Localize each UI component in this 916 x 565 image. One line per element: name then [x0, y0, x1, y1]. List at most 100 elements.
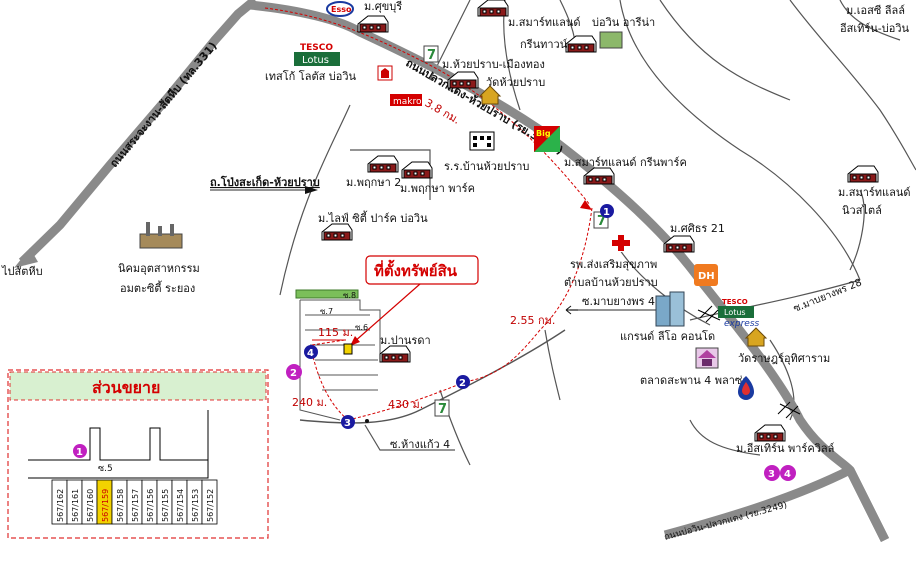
tesco-bowin-label: เทสโก้ โลตัส บ่อวิน — [265, 69, 357, 83]
industrial-estate-label-1: นิคมอุตสาหกรรม — [118, 262, 200, 275]
svg-text:Lotus: Lotus — [724, 308, 746, 317]
inset-lot-label: 567/161 — [71, 489, 80, 522]
marker-4-alt: 4 — [780, 465, 796, 481]
svg-text:Big: Big — [536, 129, 551, 138]
inset-lot-label: 567/156 — [146, 489, 155, 522]
house-icon — [401, 161, 433, 179]
condo-label: แกรนด์ ลีโอ คอนโด — [620, 329, 715, 343]
marker-3: 3 — [341, 415, 355, 429]
smart-greenpark-label: ม.สมาร์ทแลนด์ กรีนพาร์ค — [564, 156, 687, 169]
esseal-label-2: อีสเทิร์น-บ่อวิน — [840, 22, 910, 35]
inset-lot-label: 567/159 — [101, 489, 110, 522]
wat-suthat-label: วัดราษฎร์อุทิศาราม — [738, 352, 830, 365]
inset-lot-label: 567/155 — [161, 489, 170, 522]
inset-lot-label: 567/152 — [206, 489, 215, 522]
marker-2-alt: 2 — [286, 364, 302, 380]
temple-icon — [744, 327, 768, 347]
svg-text:2: 2 — [290, 368, 297, 379]
bowin-arena-label: บ่อวิน อารีน่า — [592, 16, 655, 29]
svg-text:3: 3 — [768, 469, 775, 480]
highway-3249-label: ถนนบ่อวิน-ปลวกแดง (รย.3249) — [663, 499, 788, 542]
inset-lot-label: 567/162 — [56, 489, 65, 522]
svg-text:1: 1 — [76, 447, 83, 458]
school-icon — [469, 131, 495, 151]
seven-eleven-icon: 7 — [423, 45, 439, 63]
inset-marker-1: 1 — [73, 444, 87, 458]
marker-3-alt: 3 — [764, 465, 780, 481]
soi-28-label: ซ.มาบยางพร 28 — [792, 277, 864, 314]
esso-landmark: Esso — [326, 1, 354, 17]
soi-43-label: ซ.มาบยางพร 43 — [582, 295, 662, 308]
health-center-label-2: ตำบลบ้านห้วยปราบ — [564, 276, 658, 289]
house-icon — [367, 155, 399, 173]
inset-lot-label: 567/160 — [86, 489, 95, 522]
esseal-label-1: ม.เอสซี ลีลล์ — [846, 4, 905, 17]
smart-greentown-label-1: ม.สมาร์ทแลนด์ — [508, 16, 581, 29]
soi-4-label: ซ.ห้างแก้ว 4 — [390, 438, 450, 451]
tesco-express-logo-icon: TESCO Lotus express — [718, 298, 760, 329]
callout-pointer — [353, 283, 421, 343]
property-lot — [343, 343, 353, 355]
esso-icon — [326, 1, 354, 17]
smart-style-label-1: ม.สมาร์ทแลนด์ — [838, 186, 911, 199]
smart-style-label-2: นิวสไตล์ — [842, 204, 882, 217]
highway-3013-distance: 3.8 กม. — [423, 96, 463, 126]
distance-255: 2.55 กม. — [510, 314, 555, 327]
soi-lane-label: ถ.โป่งสะเก็ด-ห้วยปราบ — [210, 175, 320, 189]
bridge-icon — [777, 401, 801, 419]
gas-station-icon — [738, 376, 754, 400]
svg-text:4: 4 — [784, 469, 791, 480]
green-area — [295, 289, 359, 299]
school-label: ร.ร.บ้านห้วยปราบ — [444, 160, 529, 173]
svg-text:TESCO: TESCO — [300, 43, 333, 53]
svg-text:4: 4 — [307, 348, 314, 359]
svg-text:makro: makro — [393, 97, 422, 107]
inset-panel: ส่วนขยาย 1 ซ.5 567/162 567/161 567/160 5… — [7, 369, 269, 539]
lane-arrow-icon — [305, 186, 318, 194]
distance-240: 240 ม. — [292, 396, 327, 409]
house-icon — [447, 71, 479, 89]
soi-7-label: ซ.7 — [320, 307, 333, 316]
house-icon — [357, 15, 389, 33]
svg-text:Esso: Esso — [331, 5, 352, 14]
svg-text:2: 2 — [459, 378, 466, 389]
soi-4-dot — [365, 419, 369, 423]
bridge-icon — [697, 305, 721, 323]
eastern-park-label: ม.อีสเทิร์น พาร์ควิลล์ — [736, 442, 834, 455]
soi-8-label: ซ.8 — [343, 291, 356, 300]
makro-icon: makro — [377, 65, 422, 107]
market-label: ตลาดสะพาน 4 พลาซ่า — [640, 374, 749, 387]
svg-text:DH: DH — [698, 271, 715, 282]
house-icon — [321, 223, 353, 241]
svg-text:7: 7 — [438, 402, 447, 417]
house-icon — [379, 345, 411, 363]
arena-icon — [599, 31, 623, 49]
soi-6-label: ซ.6 — [355, 323, 368, 332]
industrial-estate-label-2: อมตะซิตี้ ระยอง — [120, 280, 195, 295]
house-icon — [754, 424, 786, 442]
pananda-label: ม.ปานรดา — [380, 334, 431, 347]
soi-43-arrow-icon — [565, 305, 578, 315]
svg-text:3: 3 — [344, 418, 351, 429]
lifecity-label: ม.ไลฟ์ ซิตี้ ปาร์ค บ่อวิน — [318, 210, 428, 225]
route-arrow-icon — [580, 200, 592, 210]
pattara21-label: ม.ศศิธร 21 — [670, 222, 725, 235]
svg-text:TESCO: TESCO — [722, 298, 748, 306]
house-icon — [663, 235, 695, 253]
house-icon — [847, 165, 879, 183]
inset-lot-label: 567/153 — [191, 489, 200, 522]
inset-lot-label: 567/154 — [176, 489, 185, 522]
health-center-label-1: รพ.ส่งเสริมสุขภาพ — [570, 258, 657, 271]
wat-huaipra-label: วัดห้วยปราบ — [486, 76, 545, 89]
highway-3249 — [663, 465, 853, 540]
svg-text:Lotus: Lotus — [302, 55, 329, 66]
arrow-to-sattahip-icon — [14, 248, 38, 268]
property-title: ที่ตั้งทรัพย์สิน — [374, 259, 458, 280]
to-sattahip-label: ไปสัตหีบ — [1, 265, 43, 278]
hospital-icon — [610, 234, 632, 252]
marker-2: 2 — [456, 375, 470, 389]
house-icons — [321, 0, 879, 442]
inset-lot-label: 567/158 — [116, 489, 125, 522]
